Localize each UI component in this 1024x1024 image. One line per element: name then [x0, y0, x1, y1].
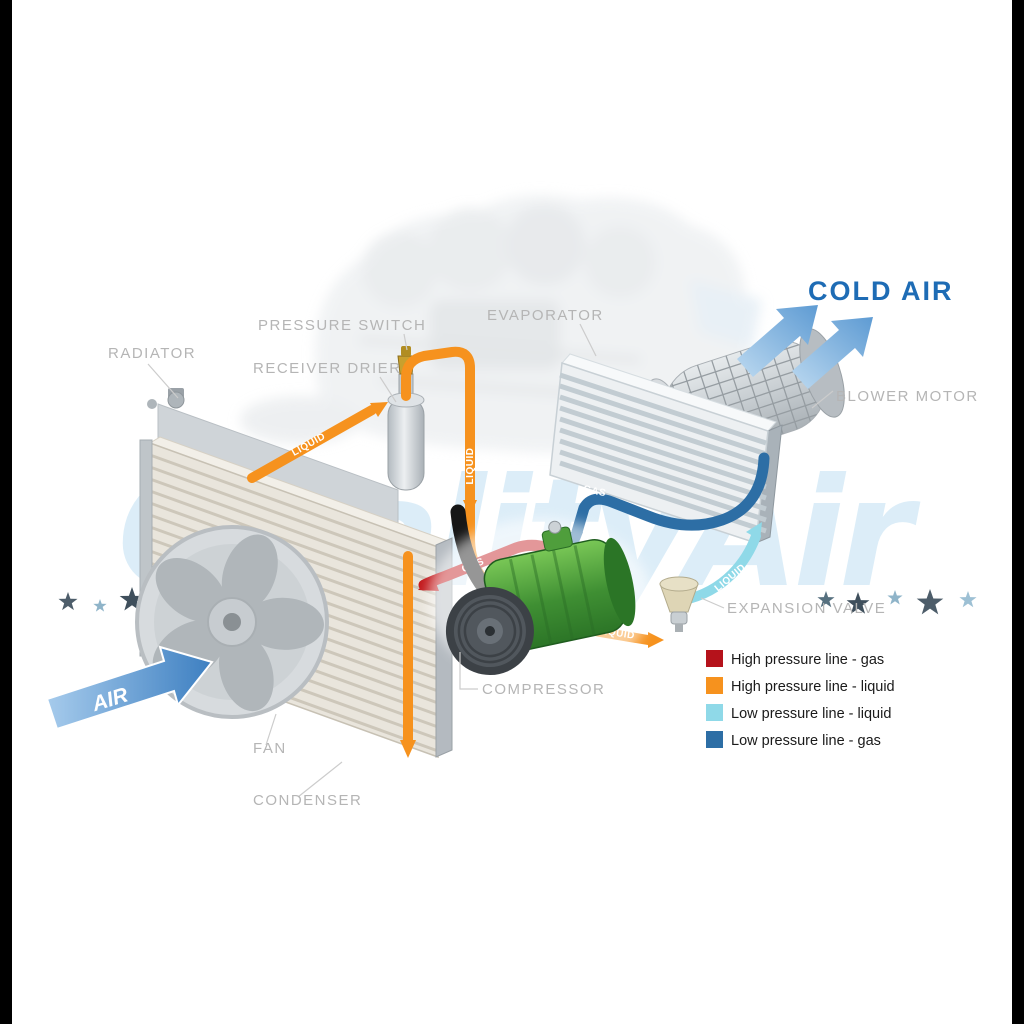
receiver-drier-label: RECEIVER DRIER	[253, 360, 402, 377]
flow-arrow-icon	[648, 632, 664, 648]
legend-swatch	[706, 731, 723, 748]
fan-label: FAN	[253, 740, 287, 757]
compressor-graphic	[428, 504, 652, 682]
flow-arrow-icon	[400, 740, 416, 758]
cold-air-arrows	[737, 305, 873, 389]
condenser-label: CONDENSER	[253, 792, 362, 809]
cold-air-arrow-icon	[737, 305, 818, 377]
radiator-label: RADIATOR	[108, 345, 196, 362]
cold-air-arrow-icon	[792, 317, 873, 389]
cold-air-label: COLD AIR	[808, 276, 954, 306]
blower-motor-label: BLOWER MOTOR	[836, 388, 979, 405]
flow-arrow-icon	[746, 522, 762, 540]
pipe-label: GAS	[582, 484, 607, 500]
evaporator-graphic	[549, 353, 783, 545]
star-icon	[58, 592, 78, 611]
legend-item: High pressure line - liquid	[706, 677, 895, 695]
legend-swatch	[706, 677, 723, 694]
right-black-bar	[1012, 0, 1024, 1024]
pressure-switch-label: PRESSURE SWITCH	[258, 317, 426, 334]
legend-swatch	[706, 704, 723, 721]
legend: High pressure line - gas High pressure l…	[706, 650, 895, 749]
legend-item: High pressure line - gas	[706, 650, 884, 668]
flow-arrow-icon	[370, 402, 388, 417]
left-black-bar	[0, 0, 12, 1024]
air-arrow: AIR	[45, 645, 214, 731]
evaporator-label: EVAPORATOR	[487, 307, 604, 324]
expansion-valve-label: EXPANSION VALVE	[727, 600, 886, 617]
label-leader-lines	[147, 323, 834, 798]
compressor-label: COMPRESSOR	[482, 681, 605, 698]
legend-item: Low pressure line - gas	[706, 731, 881, 749]
legend-label: Low pressure line - gas	[731, 733, 881, 749]
legend-label: High pressure line - gas	[731, 652, 884, 668]
legend-label: High pressure line - liquid	[731, 679, 895, 695]
legend-item: Low pressure line - liquid	[706, 704, 891, 722]
star-icon	[93, 599, 107, 612]
legend-swatch	[706, 650, 723, 667]
pipe-label: LIQUID	[465, 448, 476, 485]
expansion-valve-graphic	[659, 576, 699, 632]
flow-arrow-icon	[463, 500, 477, 515]
star-icon	[959, 591, 977, 608]
engine-ghost	[240, 195, 762, 453]
star-icon	[916, 589, 944, 615]
legend-label: Low pressure line - liquid	[731, 706, 891, 722]
